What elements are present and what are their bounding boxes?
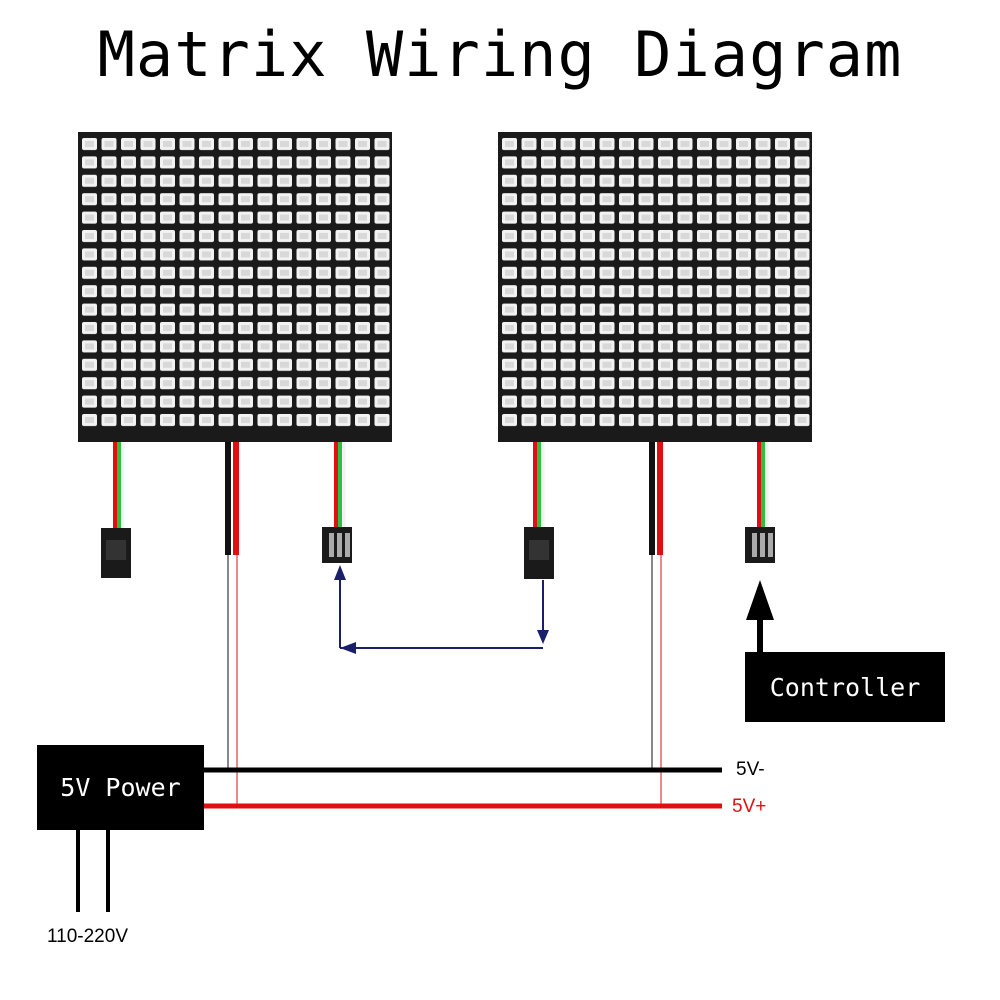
- positive-rail-label: 5V+: [732, 796, 767, 817]
- controller-label: Controller: [769, 672, 921, 702]
- panel-1-input-lead: [322, 442, 352, 563]
- arrow-up-head: [334, 565, 346, 580]
- power-supply-box: 5V Power: [37, 745, 204, 830]
- panel-2-power-lead: [649, 442, 663, 805]
- led-matrix-panel-1: [78, 132, 392, 442]
- led-matrix-panel-2: [498, 132, 812, 442]
- panel-link-arrow: [339, 575, 544, 649]
- arrow-left-head: [340, 642, 356, 654]
- panel-2-output-lead: [524, 442, 554, 579]
- panel-1-output-lead: [101, 442, 131, 578]
- panel-1-power-lead: [225, 442, 239, 805]
- power-supply-label: 5V Power: [60, 773, 181, 802]
- mains-input-label: 110-220V: [47, 926, 128, 947]
- panel-2-input-lead: [745, 442, 775, 563]
- diagram-title: Matrix Wiring Diagram: [97, 18, 903, 91]
- controller-arrow: [746, 580, 774, 653]
- negative-rail-label: 5V-: [736, 759, 765, 780]
- controller-box: Controller: [745, 652, 945, 722]
- arrow-down-head: [537, 630, 549, 644]
